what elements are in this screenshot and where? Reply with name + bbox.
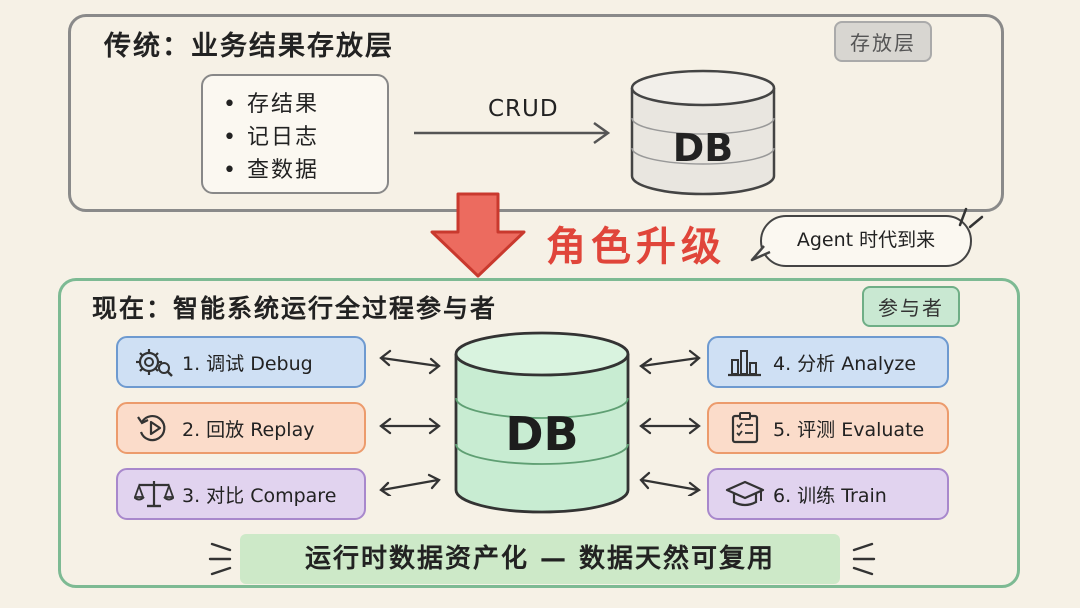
role-compare: 3. 对比 Compare <box>116 468 366 520</box>
replay-icon <box>137 415 166 442</box>
bar-chart-icon <box>728 350 761 377</box>
balance-scale-icon <box>134 481 174 508</box>
role-evaluate-label: 5. 评测 Evaluate <box>773 418 925 441</box>
legacy-functions-box: 存结果 记日志 查数据 <box>201 74 389 194</box>
agent-era-speech-bubble: Agent 时代到来 <box>760 215 972 267</box>
summary-banner: 运行时数据资产化 — 数据天然可复用 <box>240 534 840 584</box>
role-debug: 1. 调试 Debug <box>116 336 366 388</box>
central-db-label: DB <box>505 407 578 461</box>
participant-tag: 参与者 <box>862 286 960 327</box>
clipboard-check-icon <box>731 412 759 444</box>
emphasis-strokes-icon <box>958 207 984 229</box>
traditional-db-label: DB <box>673 126 734 170</box>
right-connector-arrows <box>639 349 702 496</box>
current-panel <box>58 278 1020 588</box>
speech-bubble-tail <box>750 245 771 262</box>
role-train: 6. 训练 Train <box>707 468 949 520</box>
role-replay: 2. 回放 Replay <box>116 402 366 454</box>
storage-layer-tag: 存放层 <box>834 21 932 62</box>
role-analyze-label: 4. 分析 Analyze <box>773 352 917 375</box>
emphasis-strokes-right-icon <box>852 542 876 576</box>
role-compare-label: 3. 对比 Compare <box>182 484 337 507</box>
role-upgrade-label: 角色升级 <box>546 224 726 270</box>
traditional-title: 传统：业务结果存放层 <box>104 31 394 62</box>
role-replay-label: 2. 回放 Replay <box>182 418 315 441</box>
legacy-item-store: 存结果 <box>223 88 387 121</box>
traditional-panel <box>68 14 1004 212</box>
graduation-cap-icon <box>725 480 765 507</box>
legacy-item-query: 查数据 <box>223 154 387 187</box>
traditional-db-cylinder: DB <box>630 69 776 196</box>
central-db-cylinder: DB <box>454 331 630 514</box>
current-title: 现在：智能系统运行全过程参与者 <box>92 294 498 323</box>
gear-magnifier-icon <box>136 349 173 377</box>
emphasis-strokes-left-icon <box>208 542 232 576</box>
legacy-item-log: 记日志 <box>223 121 387 154</box>
role-train-label: 6. 训练 Train <box>773 484 887 507</box>
role-debug-label: 1. 调试 Debug <box>182 352 313 375</box>
upgrade-down-arrow-icon <box>430 192 526 278</box>
left-connector-arrows <box>379 349 441 496</box>
role-evaluate: 5. 评测 Evaluate <box>707 402 949 454</box>
crud-label: CRUD <box>488 96 559 122</box>
crud-arrow-icon <box>414 121 611 145</box>
role-analyze: 4. 分析 Analyze <box>707 336 949 388</box>
